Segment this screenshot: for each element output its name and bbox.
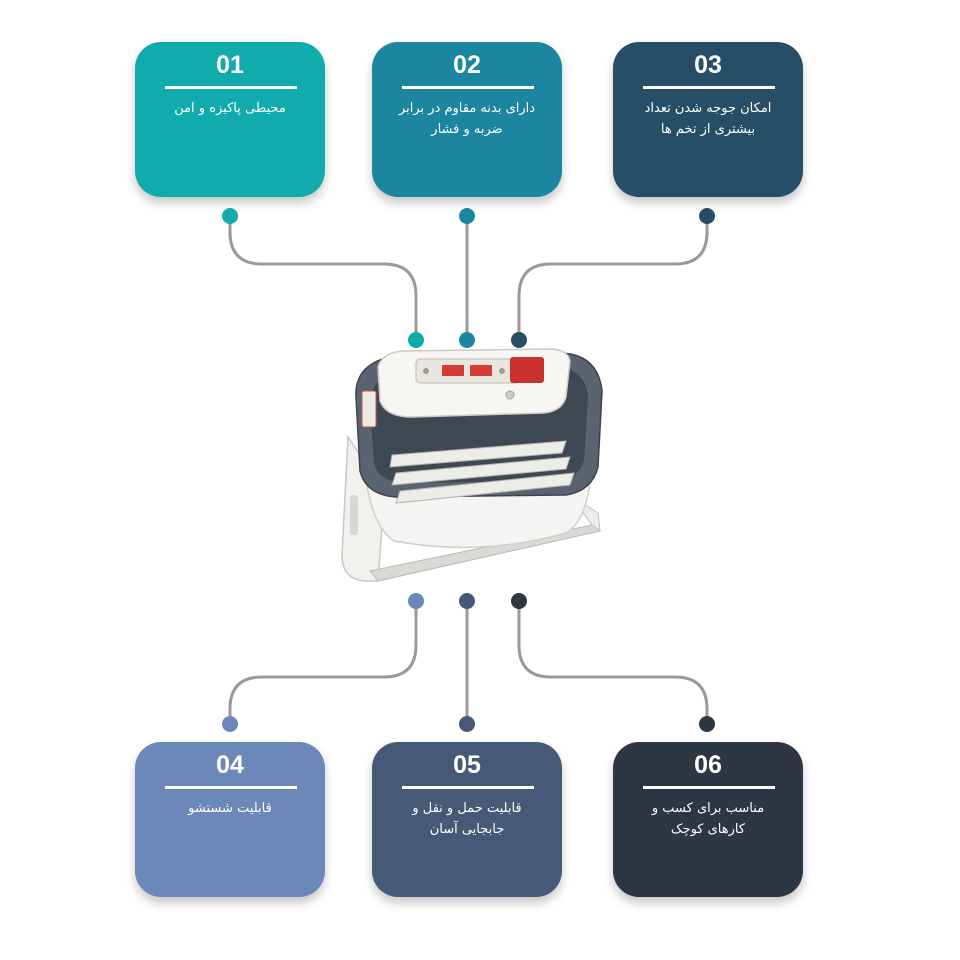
feature-number: 03 bbox=[694, 51, 722, 79]
card-dot-06 bbox=[699, 716, 715, 732]
feature-text: دارای بدنه مقاوم در برابر ضربه و فشار bbox=[398, 101, 536, 137]
divider bbox=[643, 786, 775, 789]
feature-number: 04 bbox=[216, 751, 244, 779]
feature-text: قابلیت شستشو bbox=[188, 801, 272, 816]
connector-06 bbox=[517, 599, 709, 726]
feature-card-04: 04 قابلیت شستشو bbox=[135, 742, 325, 897]
product-dot-05 bbox=[459, 593, 475, 609]
divider bbox=[165, 86, 297, 89]
feature-number: 05 bbox=[453, 751, 481, 779]
feature-card-02: 02 دارای بدنه مقاوم در برابر ضربه و فشار bbox=[372, 42, 562, 197]
card-dot-05 bbox=[459, 716, 475, 732]
feature-text: محیطی پاکیزه و امن bbox=[174, 101, 286, 116]
divider bbox=[165, 786, 297, 789]
product-dot-06 bbox=[511, 593, 527, 609]
divider bbox=[402, 86, 534, 89]
divider bbox=[402, 786, 534, 789]
feature-card-06: 06 مناسب برای کسب و کارهای کوچک bbox=[613, 742, 803, 897]
feature-number: 06 bbox=[694, 751, 722, 779]
connector-01 bbox=[228, 214, 418, 342]
feature-text: امکان جوجه شدن تعداد بیشتری از تخم ها bbox=[644, 101, 772, 137]
product-dot-02 bbox=[459, 332, 475, 348]
card-dot-03 bbox=[699, 208, 715, 224]
divider bbox=[643, 86, 775, 89]
feature-number: 01 bbox=[216, 51, 244, 79]
card-dot-04 bbox=[222, 716, 238, 732]
feature-number: 02 bbox=[453, 51, 481, 79]
feature-text: قابلیت حمل و نقل و جابجایی آسان bbox=[412, 801, 522, 837]
connector-04 bbox=[228, 599, 418, 726]
product-dot-01 bbox=[408, 332, 424, 348]
product-dot-03 bbox=[511, 332, 527, 348]
feature-card-05: 05 قابلیت حمل و نقل و جابجایی آسان bbox=[372, 742, 562, 897]
connector-03 bbox=[517, 214, 709, 342]
card-dot-01 bbox=[222, 208, 238, 224]
card-dot-02 bbox=[459, 208, 475, 224]
product-dot-04 bbox=[408, 593, 424, 609]
incubator-image bbox=[341, 348, 603, 582]
feature-card-01: 01 محیطی پاکیزه و امن bbox=[135, 42, 325, 197]
feature-text: مناسب برای کسب و کارهای کوچک bbox=[651, 801, 765, 837]
feature-card-03: 03 امکان جوجه شدن تعداد بیشتری از تخم ها bbox=[613, 42, 803, 197]
